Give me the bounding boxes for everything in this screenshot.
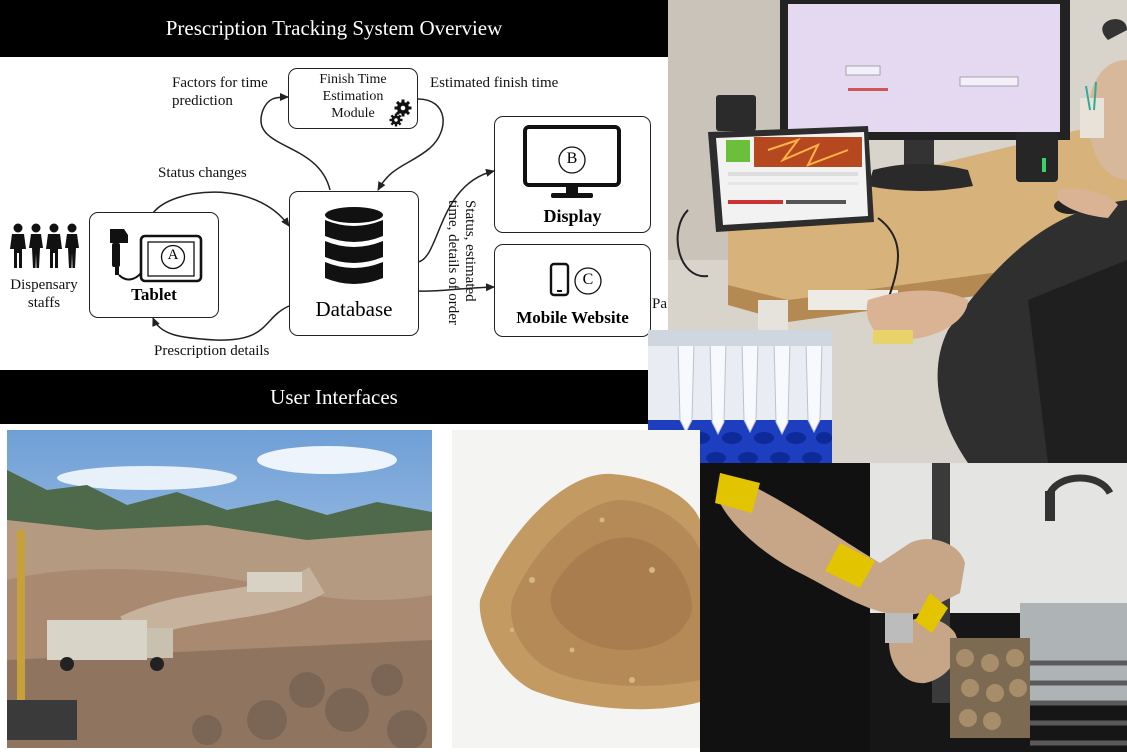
edge-status-changes — [152, 191, 290, 227]
database-node: Database — [289, 191, 419, 336]
staff-label: Dispensary staffs — [2, 276, 86, 312]
user-interfaces-title: User Interfaces — [270, 384, 398, 409]
tablet-marker: A — [167, 247, 179, 263]
powder-illustration — [452, 430, 700, 748]
factors-label-line1: Factors for time — [172, 75, 268, 91]
quarry-photo — [7, 430, 432, 748]
database-label: Database — [315, 297, 393, 321]
estimation-module-label-1: Finish Time — [319, 72, 387, 87]
status-label-line1: Status, estimated — [462, 200, 478, 302]
edge-factors — [260, 93, 331, 191]
gears-icon — [389, 99, 412, 127]
mobile-marker: C — [582, 271, 594, 288]
database-icon — [325, 207, 383, 284]
mobile-label: Mobile Website — [516, 308, 629, 327]
staff-label-line2: staffs — [27, 295, 61, 311]
hand-photo — [700, 463, 1127, 752]
tablet-marker-circle — [160, 244, 186, 270]
status-vertical-label: Status, estimated time, details of order — [444, 200, 478, 340]
display-label: Display — [543, 206, 602, 226]
estimation-module-label-2: Estimation — [322, 89, 384, 104]
tubes-photo — [648, 330, 832, 472]
quarry-illustration — [7, 430, 432, 748]
powder-photo — [452, 430, 700, 748]
estimated-finish-label: Estimated finish time — [430, 75, 559, 91]
staff-label-line1: Dispensary — [10, 277, 78, 293]
tablet-icon — [110, 229, 203, 283]
status-label-line2: time, details of order — [445, 200, 461, 325]
estimation-module-label-3: Module — [331, 106, 375, 121]
hand-illustration — [700, 463, 1127, 752]
edge-prescription-details — [152, 305, 290, 341]
people-icon — [10, 223, 79, 268]
factors-label-line2: prediction — [172, 93, 233, 109]
edge-estimated — [377, 98, 444, 191]
diagram-title: Prescription Tracking System Overview — [165, 16, 503, 40]
display-marker: B — [566, 150, 578, 167]
prescription-details-label: Prescription details — [154, 343, 270, 359]
mobile-website-node: C Mobile Website — [494, 244, 651, 337]
truncated-edge-label: Pa — [652, 296, 667, 312]
tablet-label: Tablet — [131, 285, 177, 304]
display-marker-circle — [558, 146, 586, 174]
phone-icon — [549, 262, 570, 297]
factors-label: Factors for time prediction — [172, 74, 268, 110]
display-node: B Display — [494, 116, 651, 233]
status-changes-label: Status changes — [158, 165, 247, 181]
tubes-illustration — [648, 330, 832, 472]
diagram-connectors — [152, 93, 495, 341]
mobile-marker-circle — [574, 267, 602, 295]
user-interfaces-banner: User Interfaces — [0, 370, 668, 424]
estimation-module-node: Finish Time Estimation Module — [288, 68, 418, 129]
edge-to-mobile — [417, 283, 495, 292]
edge-to-display — [417, 168, 495, 263]
tablet-node: A Tablet — [89, 212, 219, 318]
diagram-title-banner: Prescription Tracking System Overview — [0, 0, 668, 57]
